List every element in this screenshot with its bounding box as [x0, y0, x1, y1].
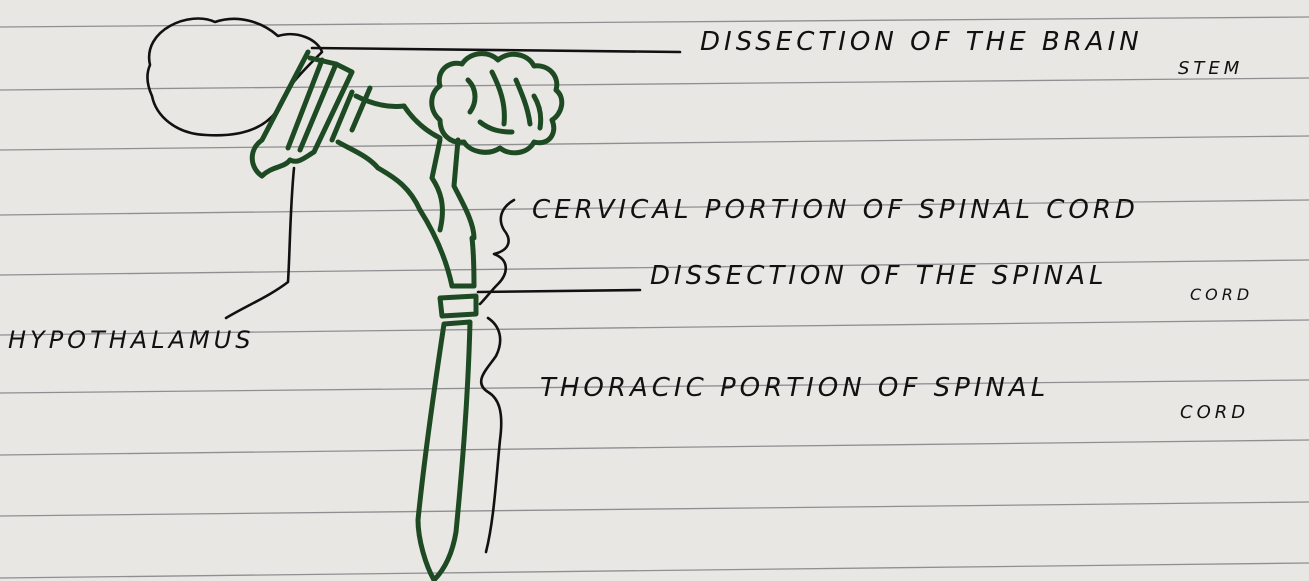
cerebellum	[432, 54, 562, 153]
label-hypothalamus: HYPOTHALAMUS	[8, 326, 255, 354]
label-thoracic-portion: THORACIC PORTION OF SPINAL	[540, 373, 1049, 403]
ruled-lines	[0, 17, 1309, 578]
label-brain-stem-dissection: DISSECTION OF THE BRAIN	[700, 27, 1143, 57]
label-brain-stem-dissection-cont: STEM	[1178, 58, 1243, 79]
label-spinal-cord-dissection: DISSECTION OF THE SPINAL	[650, 261, 1107, 291]
brain-stem	[332, 88, 474, 238]
leader-lines	[226, 48, 680, 552]
label-thoracic-portion-cont: CORD	[1180, 402, 1249, 423]
thoracic-spinal-cord	[418, 322, 470, 580]
label-spinal-cord-dissection-cont: CORD	[1190, 285, 1253, 304]
label-cervical-portion: CERVICAL PORTION OF SPINAL CORD	[532, 195, 1139, 225]
spinal-cord-dissection-segment	[440, 296, 476, 316]
cervical-spinal-cord	[420, 210, 474, 286]
